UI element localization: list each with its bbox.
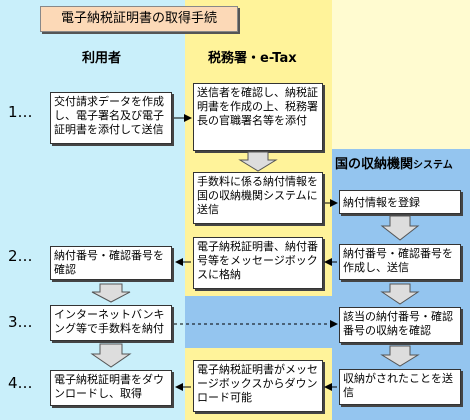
block-arrow-bank-down-3 [380,345,420,367]
header-user: 利用者 [82,51,122,66]
block-arrow-bank-down-1 [380,215,420,241]
box-bank-send-received: 収納がされたことを送信 [339,369,461,405]
step3-band-tax [185,296,332,348]
block-arrow-user-down-3 [90,343,132,368]
header-collection-agency: 国の収納機関システム [335,153,453,172]
header-tax-office: 税務署・e-Tax [208,51,297,66]
step-1-label: 1… [8,103,33,121]
block-arrow-bank-down-2 [380,283,420,305]
box-bank-create-numbers: 納付番号・確認番号を作成し、送信 [339,244,461,280]
box-user-confirm-numbers: 納付番号・確認番号を確認 [50,246,172,280]
step-2-label: 2… [8,247,33,265]
block-arrow-user-down-2 [91,283,131,303]
step-3-label: 3… [8,313,33,331]
header-collection-agency-suffix: システム [413,160,453,171]
box-tax-verify: 送信者を確認し、納税証明書を作成の上、税務署長の官職署名等を添付 [193,83,323,151]
block-arrow-tax-down-1 [238,151,278,172]
header-collection-agency-main: 国の収納機関 [335,157,414,172]
box-user-request: 交付請求データを作成し、電子署名及び電子証明書を添付して送信 [50,92,172,144]
box-tax-store-message: 電子納税証明書、納付番号等をメッセージボックスに格納 [193,237,323,289]
box-user-pay: インターネットバンキング等で手数料を納付 [50,305,172,341]
box-user-download: 電子納税証明書をダウンロードし、取得 [50,370,172,406]
box-tax-fee-info: 手数料に係る納付情報を国の収納機関システムに送信 [193,172,323,224]
diagram-title: 電子納税証明書の取得手続 [40,6,238,32]
step-4-label: 4… [8,374,33,392]
box-bank-register: 納付情報を登録 [339,190,461,214]
user-column [0,0,185,420]
box-bank-confirm-receipt: 該当の納付番号・確認番号の収納を確認 [339,307,461,343]
box-tax-download-available: 電子納税証明書がメッセージボックスからダウンロード可能 [193,360,323,412]
